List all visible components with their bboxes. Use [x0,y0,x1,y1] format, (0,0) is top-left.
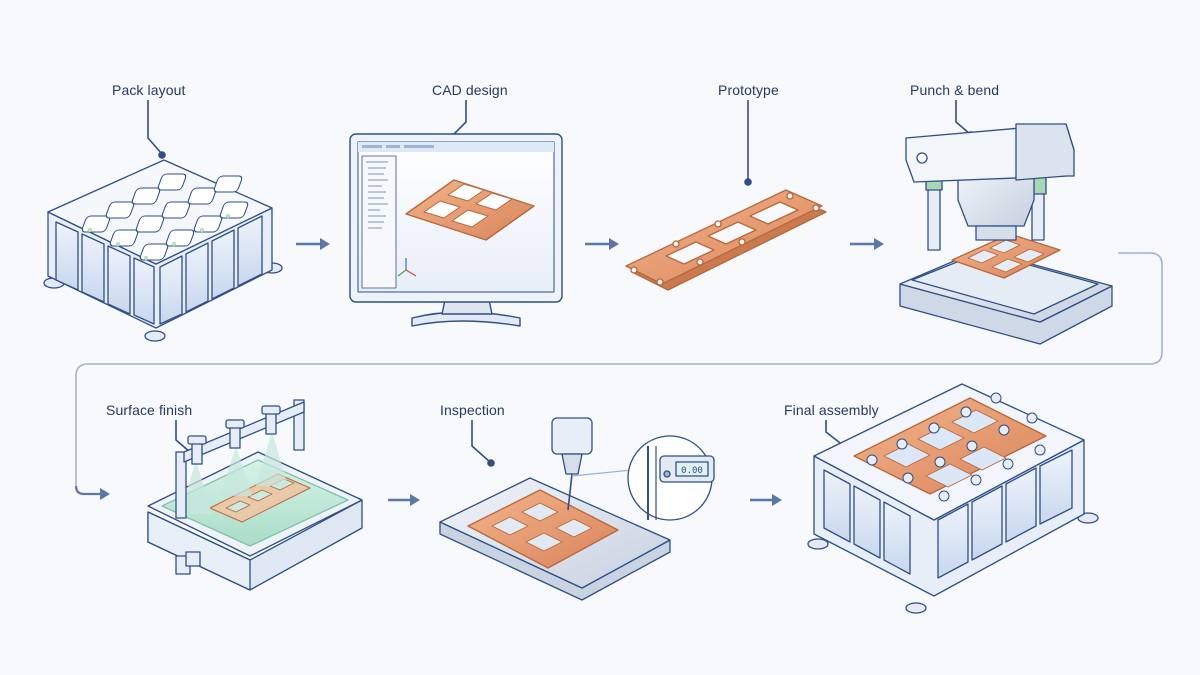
flow-arrows [74,238,884,506]
step-label-punch-bend: Punch & bend [910,82,1000,98]
battery-pack-icon [43,159,283,342]
leader-pack-layout [147,100,166,159]
step-label-pack-layout: Pack layout [112,82,186,98]
caliper-readout: 0.00 [681,466,703,476]
step-label-final-assembly: Final assembly [784,402,879,418]
cell-tops [81,173,249,261]
plating-tank-icon [147,399,363,591]
arrow-5-icon [750,494,782,506]
step-label-inspection: Inspection [440,402,505,418]
arrow-3-icon [850,238,884,250]
step-label-surface-finish: Surface finish [106,402,193,418]
row-wrap-line [75,252,1163,488]
arrow-2-icon [585,238,619,250]
cad-busbar-model [405,179,535,241]
arrow-wrap-icon [74,485,110,500]
leader-inspection [471,420,495,467]
assembled-pack-icon [807,383,1099,614]
leader-prototype [744,100,752,186]
copper-busbar-icon [625,189,827,291]
step-label-prototype: Prototype [718,82,779,98]
punch-press-icon [899,123,1113,345]
caliper-inspection-icon: 0.00 [439,417,715,601]
arrow-1-icon [296,238,330,250]
flow-connectors [75,252,1163,488]
step-label-cad-design: CAD design [432,82,508,98]
computer-monitor-icon [349,133,563,327]
arrow-4-icon [388,494,420,506]
caliper-detail [647,446,715,520]
